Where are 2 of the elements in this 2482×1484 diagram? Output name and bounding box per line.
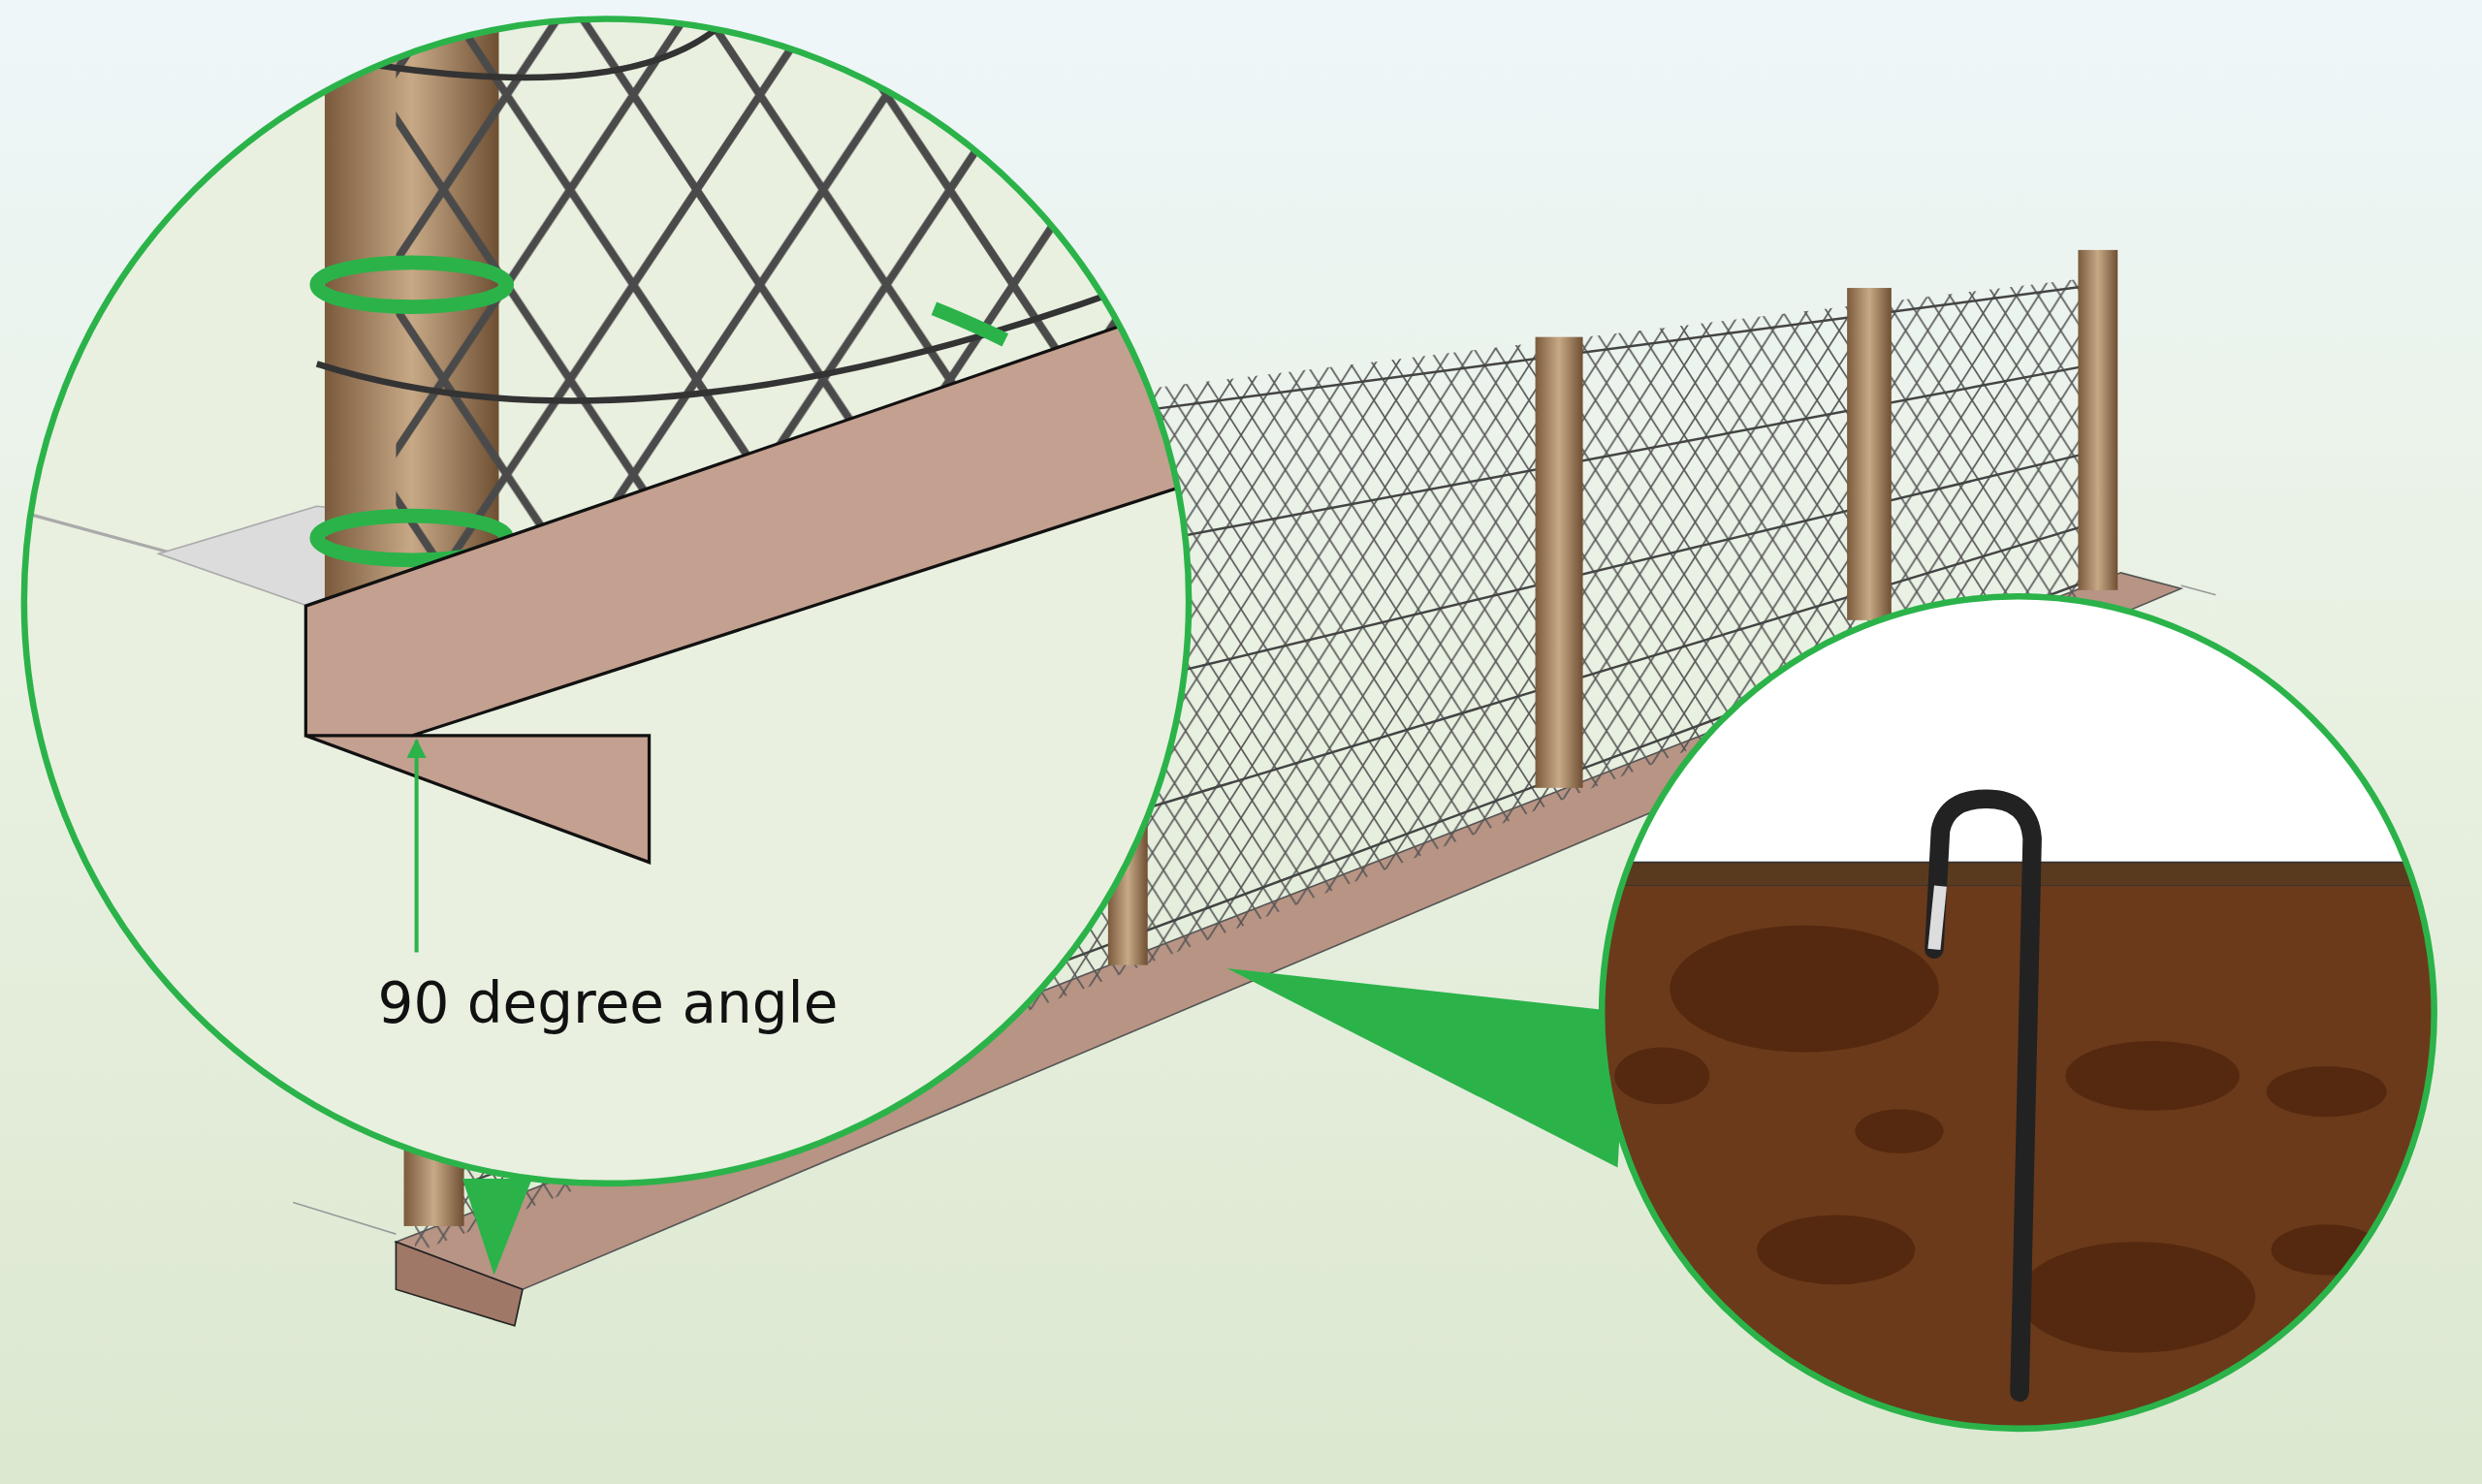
callout-label: 90 degree angle bbox=[377, 970, 839, 1037]
leader-line bbox=[406, 738, 427, 953]
